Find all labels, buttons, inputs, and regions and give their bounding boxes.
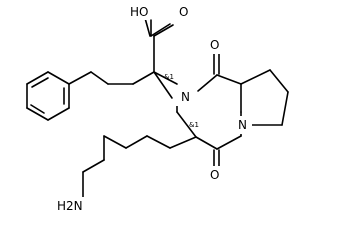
structure-diagram: HO O N O N O H2N &1 &1 bbox=[26, 4, 289, 217]
alpha-carbon-bonds bbox=[153, 71, 178, 99]
aminobutyl-chain bbox=[82, 135, 197, 198]
bonds bbox=[26, 17, 289, 198]
alpha-carbon-stereo-label: &1 bbox=[164, 73, 174, 81]
top-carbonyl bbox=[213, 53, 220, 75]
carboxylic-acid bbox=[144, 17, 174, 73]
carboxyl-oh-label: HO bbox=[130, 5, 148, 19]
carboxyl-o-label: O bbox=[179, 5, 188, 19]
bottom-carbonyl bbox=[213, 149, 220, 167]
ring-nitrogen-label: N bbox=[238, 118, 247, 132]
phenylpropyl-chain bbox=[68, 71, 155, 85]
atom-labels: HO O N O N O H2N bbox=[56, 4, 252, 217]
amide-nitrogen-label: N bbox=[181, 90, 190, 104]
phenyl-ring bbox=[26, 71, 70, 121]
stereo-annotations: &1 &1 bbox=[164, 73, 199, 129]
bottom-carbonyl-oxygen-label: O bbox=[210, 168, 219, 182]
pyrrolidine-ring bbox=[240, 69, 289, 126]
top-carbonyl-oxygen-label: O bbox=[210, 38, 219, 52]
lysyl-carbon-stereo-label: &1 bbox=[189, 121, 199, 129]
amine-label: H2N bbox=[57, 199, 83, 213]
